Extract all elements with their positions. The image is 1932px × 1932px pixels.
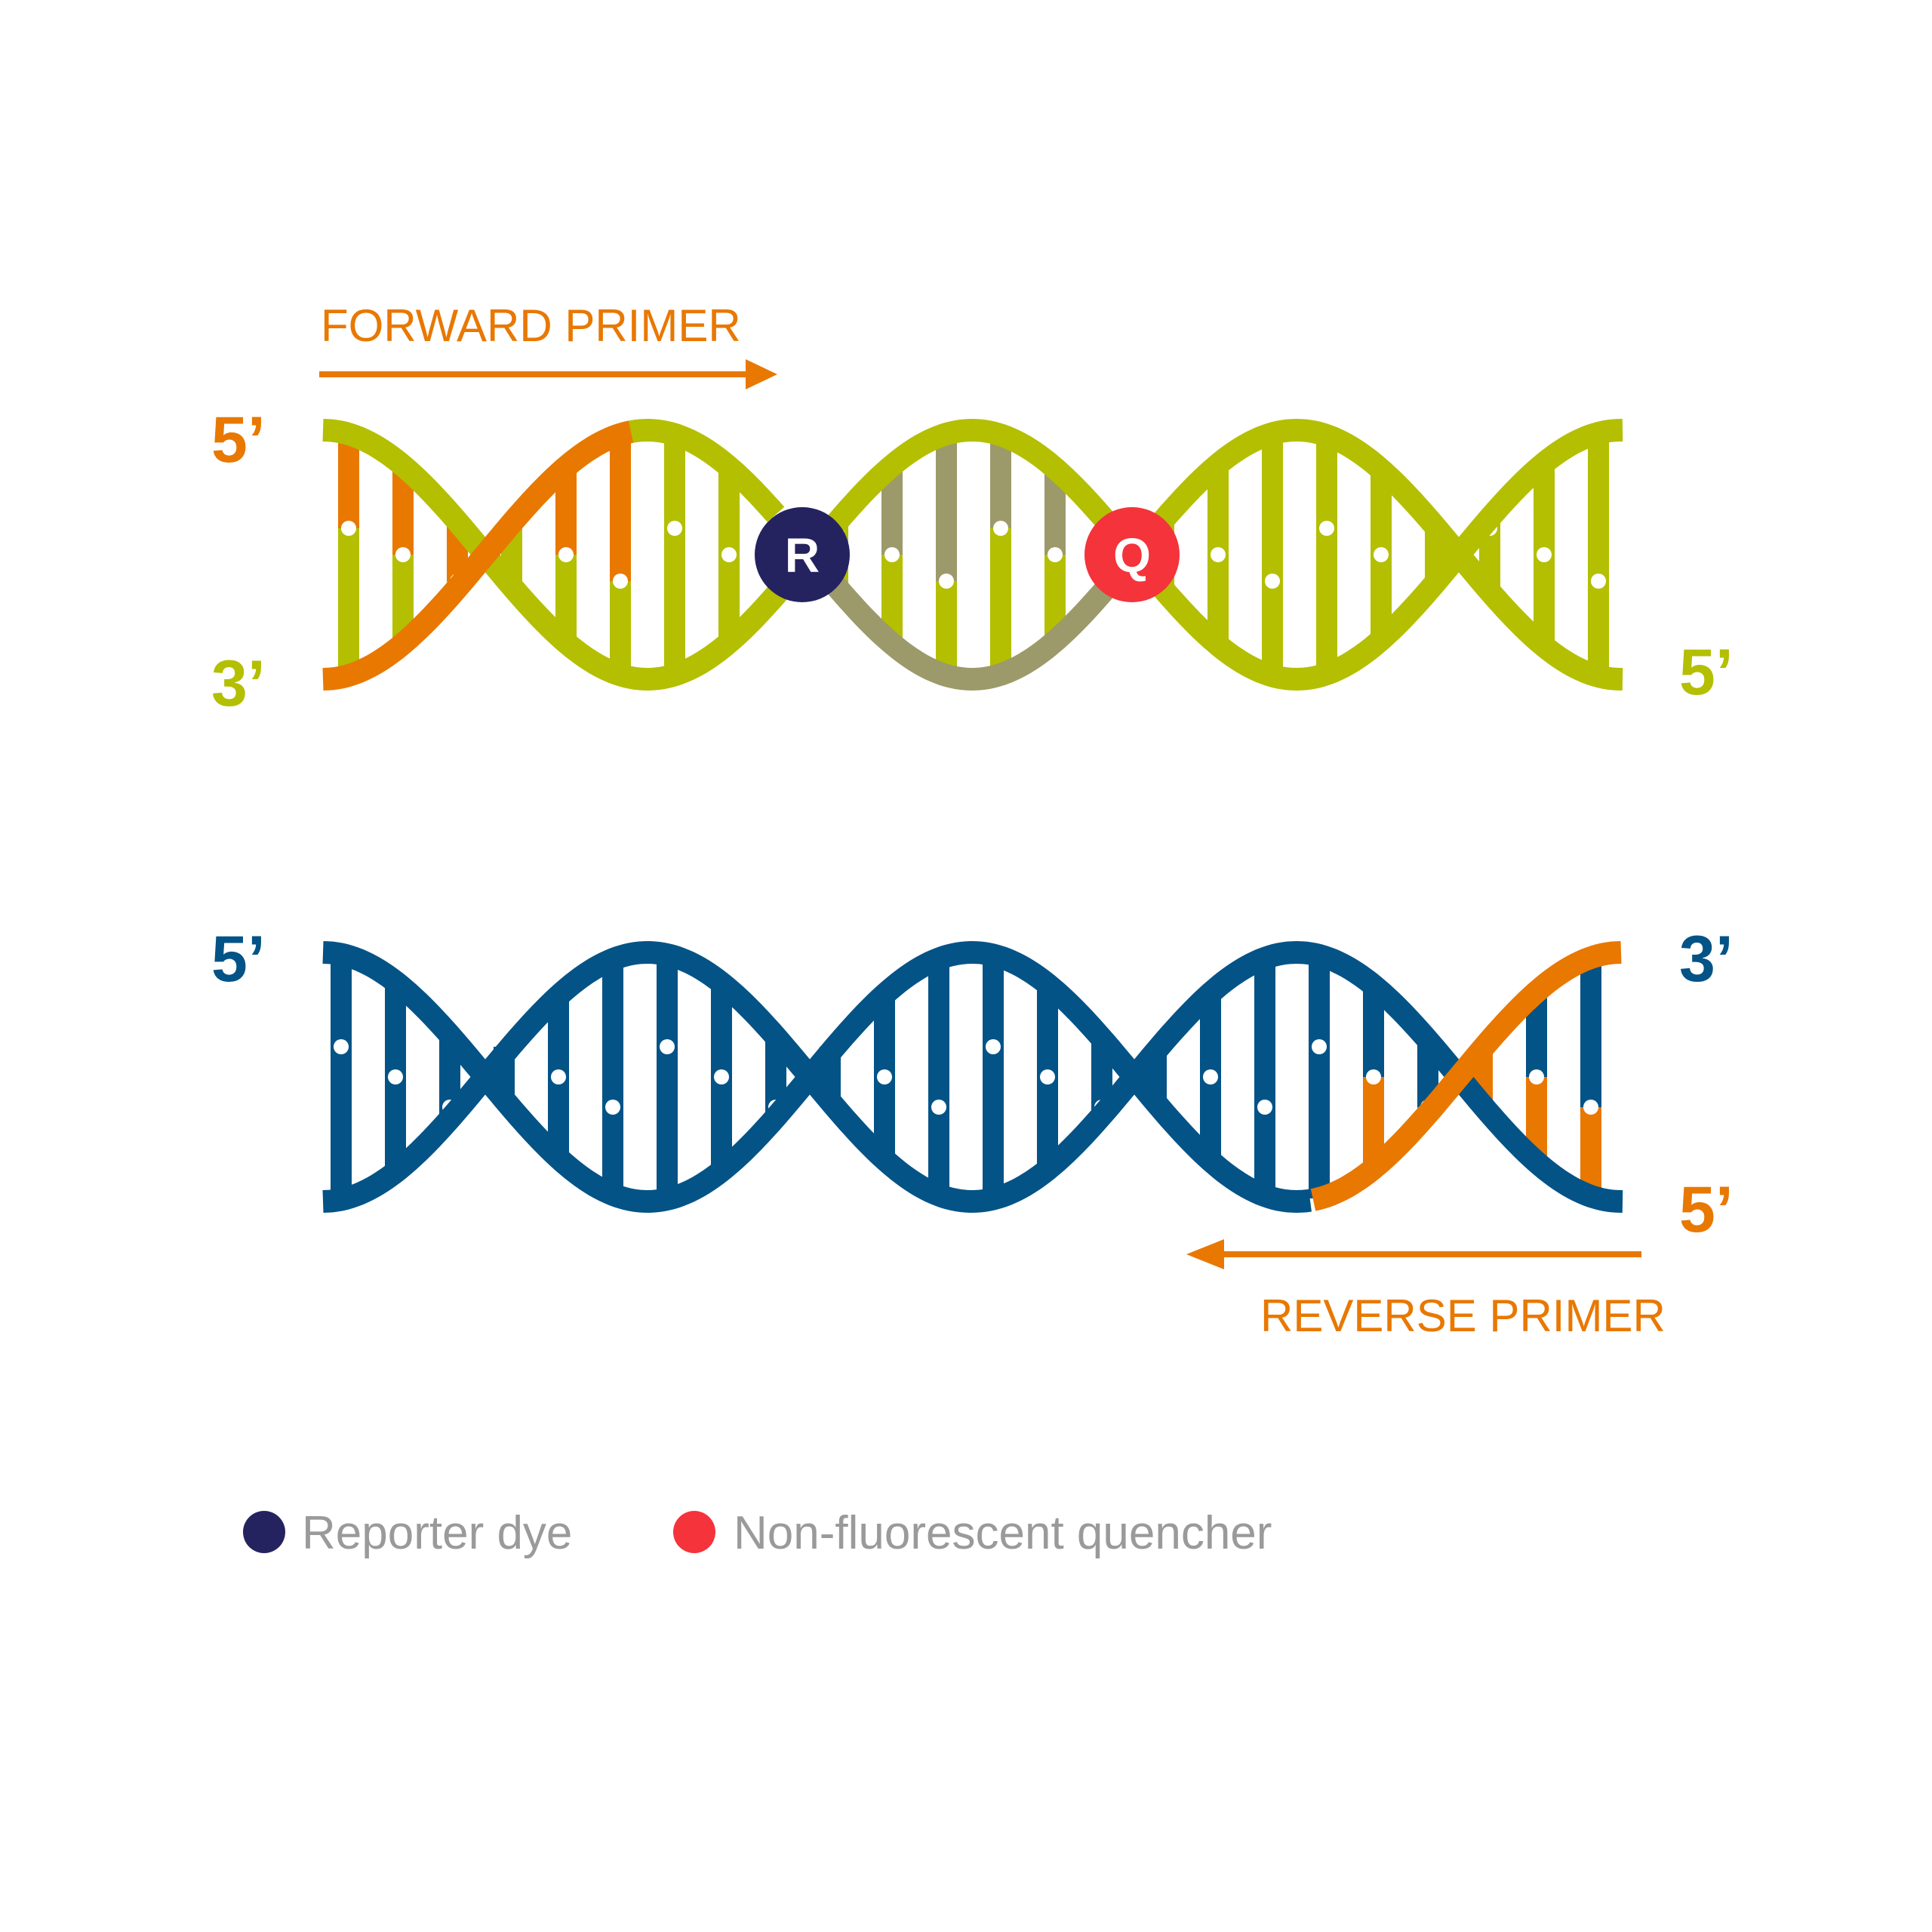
base-pair-notch xyxy=(877,1069,892,1084)
base-pair-notch xyxy=(1257,1100,1272,1115)
bottom-lower-strand xyxy=(322,940,1312,1214)
top-left-3prime-label: 3’ xyxy=(211,648,266,720)
top-left-5prime-label: 5’ xyxy=(211,404,266,476)
base-pair-notch xyxy=(1203,1069,1218,1084)
base-pair-notch xyxy=(884,547,900,562)
bottom-right-3prime-label: 3’ xyxy=(1679,923,1734,995)
base-pair-notch xyxy=(1319,521,1334,536)
base-pair-notch xyxy=(1583,1100,1598,1115)
base-pair-notch xyxy=(1537,547,1552,562)
forward-primer-strand xyxy=(322,420,634,691)
reverse-primer-label: REVERSE PRIMER xyxy=(1260,1291,1666,1341)
base-pair-notch xyxy=(1211,547,1226,562)
base-pair-notch xyxy=(1048,547,1063,562)
base-pair-notch xyxy=(667,521,682,536)
quencher-marker: Q xyxy=(1084,507,1180,602)
legend-quencher-label: Non-fluorescent quencher xyxy=(734,1507,1272,1559)
top-template-strand xyxy=(322,418,1623,691)
forward-primer-arrow xyxy=(319,359,777,389)
forward-primer-segment xyxy=(322,420,634,691)
base-pair-notch xyxy=(613,574,628,589)
reporter-dye-marker: R xyxy=(755,507,850,602)
forward-primer-label: FORWARD PRIMER xyxy=(321,300,741,351)
top-right-5prime-label: 5’ xyxy=(1679,636,1734,709)
base-pair-notch xyxy=(714,1069,729,1084)
base-pair-notch xyxy=(551,1069,566,1084)
legend-quencher-swatch xyxy=(673,1511,715,1553)
base-pair-notch xyxy=(334,1039,349,1054)
bottom-strands xyxy=(322,940,1623,1214)
base-pair-notch xyxy=(1366,1069,1381,1084)
base-pair-notch xyxy=(931,1100,946,1115)
top-base-pairs xyxy=(338,432,1609,677)
base-pair-notch xyxy=(1374,547,1389,562)
quencher-letter: Q xyxy=(1113,528,1151,583)
top-strands xyxy=(322,418,1623,691)
base-pair-notch xyxy=(1591,574,1606,589)
bottom-right-5prime-label: 5’ xyxy=(1679,1174,1734,1246)
base-pair-notch xyxy=(993,521,1008,536)
base-pair-notch xyxy=(1529,1069,1544,1084)
bottom-template-strand xyxy=(322,940,1623,1214)
top-upper-strand xyxy=(1138,418,1623,691)
base-pair-notch xyxy=(395,547,411,562)
base-pair-notch xyxy=(986,1039,1001,1054)
base-pair-notch xyxy=(341,521,356,536)
reverse-primer-strand xyxy=(1310,941,1622,1211)
bottom-dna-helix xyxy=(322,940,1623,1214)
base-pair-notch xyxy=(721,547,737,562)
base-pair-notch xyxy=(1312,1039,1327,1054)
base-pair-notch xyxy=(605,1100,620,1115)
bottom-left-5prime-label: 5’ xyxy=(211,923,266,995)
top-dna-helix xyxy=(322,418,1623,691)
legend-reporter-label: Reporter dye xyxy=(302,1507,572,1559)
reverse-primer-segment xyxy=(1310,941,1622,1211)
legend-reporter-swatch xyxy=(243,1511,285,1553)
base-pair-notch xyxy=(1040,1069,1055,1084)
base-pair-notch xyxy=(558,547,574,562)
legend: Reporter dye Non-fluorescent quencher xyxy=(243,1507,1272,1559)
base-pair-notch xyxy=(1265,574,1280,589)
probe-strand xyxy=(798,544,1134,691)
reporter-letter: R xyxy=(785,528,820,583)
reverse-primer-arrow xyxy=(1186,1239,1641,1269)
base-pair-notch xyxy=(660,1039,675,1054)
base-pair-notch xyxy=(388,1069,403,1084)
bottom-base-pairs xyxy=(331,954,1601,1200)
base-pair-notch xyxy=(939,574,954,589)
